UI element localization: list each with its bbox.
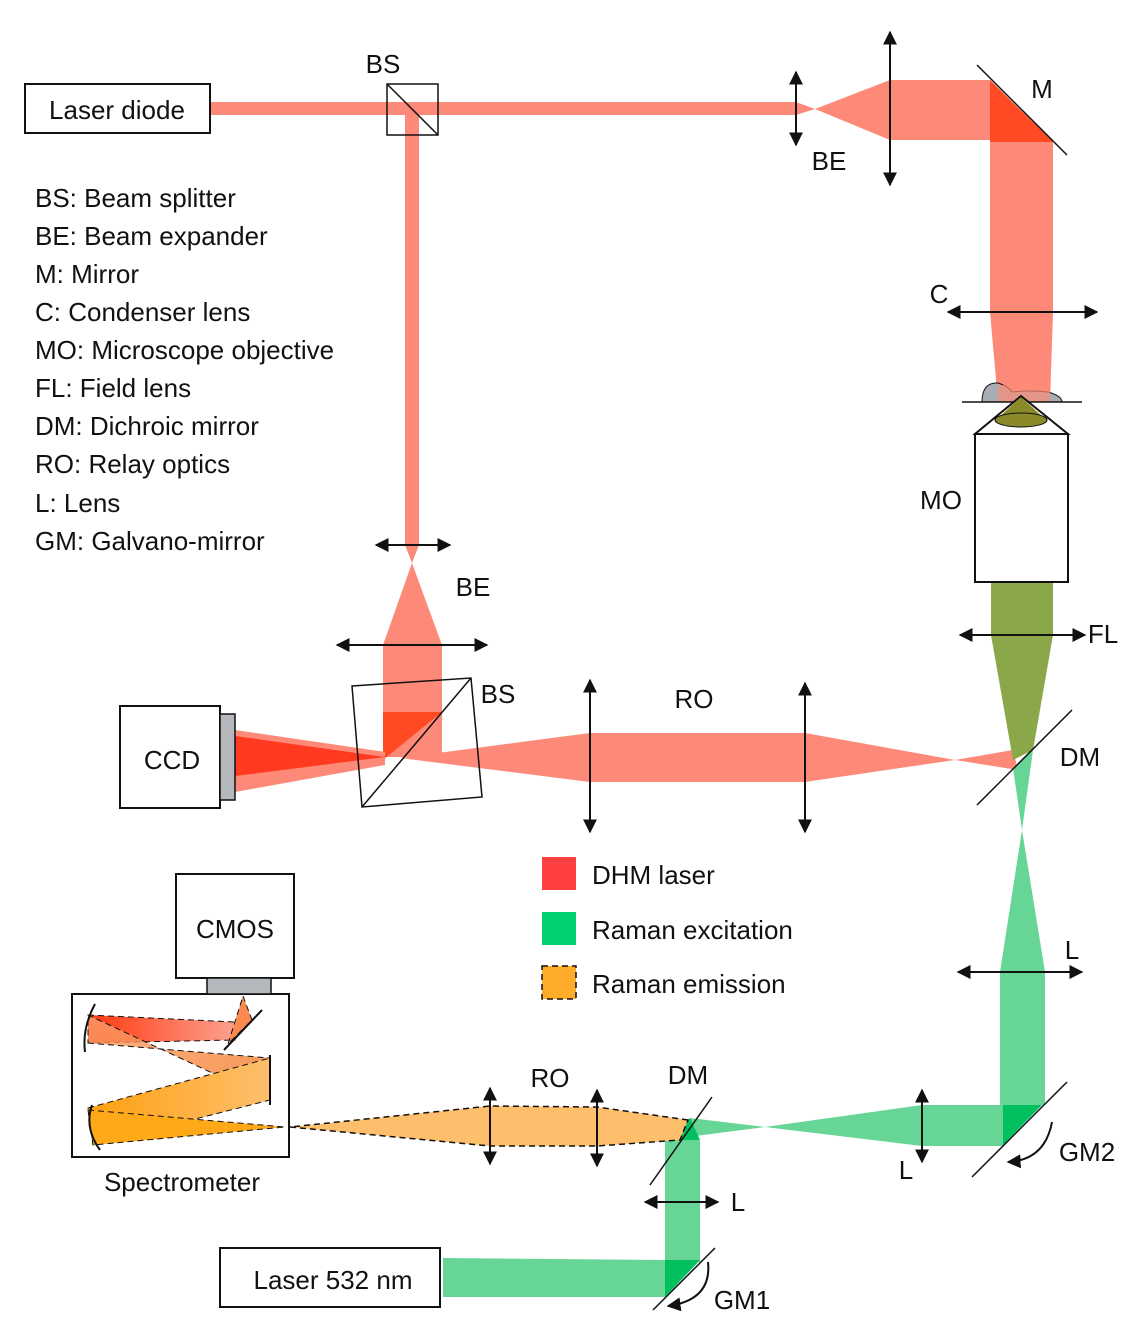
abbreviation-item: MO: Microscope objective — [35, 335, 334, 365]
label-l-upper: L — [1065, 935, 1079, 965]
legend-swatch-dhm — [542, 857, 576, 890]
abbreviation-item: DM: Dichroic mirror — [35, 411, 259, 441]
abbreviation-list: BS: Beam splitter BE: Beam expander M: M… — [35, 183, 334, 556]
label-ro-upper: RO — [675, 684, 714, 714]
label-dm-upper: DM — [1060, 742, 1100, 772]
ccd-camera: CCD — [119, 705, 236, 809]
ccd-label: CCD — [144, 745, 200, 775]
beam-splitter-mid — [351, 677, 483, 808]
label-m: M — [1031, 74, 1053, 104]
abbreviation-item: L: Lens — [35, 488, 120, 518]
abbreviation-item: GM: Galvano-mirror — [35, 526, 265, 556]
legend-label: Raman excitation — [592, 915, 793, 945]
laser-532: Laser 532 nm — [219, 1247, 441, 1308]
label-gm1: GM1 — [714, 1285, 770, 1315]
label-c: C — [930, 279, 949, 309]
legend: DHM laser Raman excitation Raman emissio… — [541, 857, 793, 1000]
galvano-mirror-2 — [971, 1081, 1068, 1178]
combined-beam — [991, 582, 1053, 760]
spectrometer-label: Spectrometer — [104, 1167, 260, 1197]
label-bs-mid: BS — [481, 679, 516, 709]
label-dm-lower: DM — [668, 1060, 708, 1090]
label-l-lower: L — [731, 1187, 745, 1217]
mirror-m — [976, 64, 1068, 156]
legend-label: Raman emission — [592, 969, 786, 999]
label-mo: MO — [920, 485, 962, 515]
label-bs-top: BS — [366, 49, 401, 79]
label-be-top: BE — [812, 146, 847, 176]
dhm-beam-path — [210, 80, 1053, 792]
spectrometer: Spectrometer — [71, 993, 290, 1197]
laser-532-label: Laser 532 nm — [254, 1265, 413, 1295]
label-gm2: GM2 — [1059, 1137, 1115, 1167]
gm2-rotation-arrow — [1006, 1121, 1053, 1169]
dichroic-mirror-upper — [976, 709, 1073, 806]
label-ro-lower: RO — [531, 1063, 570, 1093]
sample-stage — [962, 382, 1082, 403]
raman-excitation-beam-path — [443, 750, 1045, 1297]
laser-diode: Laser diode — [24, 83, 211, 134]
abbreviation-item: RO: Relay optics — [35, 449, 230, 479]
galvano-mirror-1 — [652, 1247, 716, 1311]
legend-label: DHM laser — [592, 860, 715, 890]
abbreviation-item: M: Mirror — [35, 259, 139, 289]
cmos-camera: CMOS — [175, 873, 295, 995]
label-fl: FL — [1088, 619, 1118, 649]
legend-swatch-excitation — [542, 912, 576, 945]
abbreviation-item: C: Condenser lens — [35, 297, 250, 327]
beam-splitter-top — [386, 83, 439, 136]
laser-diode-label: Laser diode — [49, 95, 185, 125]
cmos-label: CMOS — [196, 914, 274, 944]
abbreviation-item: BS: Beam splitter — [35, 183, 236, 213]
label-l-mid: L — [899, 1155, 913, 1185]
component-labels: BS BE M C MO FL BE BS RO DM L GM2 L DM R… — [366, 49, 1119, 1315]
legend-swatch-emission — [541, 965, 577, 1000]
abbreviation-item: FL: Field lens — [35, 373, 191, 403]
lenses — [335, 30, 1099, 1209]
abbreviation-item: BE: Beam expander — [35, 221, 268, 251]
gm1-rotation-arrow — [666, 1261, 710, 1312]
dichroic-mirror-lower — [649, 1096, 713, 1186]
microscope-objective — [972, 394, 1071, 583]
label-be-left: BE — [456, 572, 491, 602]
